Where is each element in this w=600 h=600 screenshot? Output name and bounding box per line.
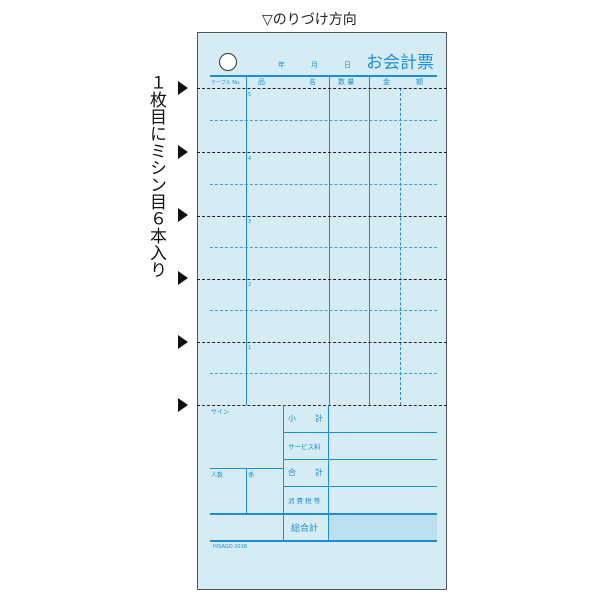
subtotal-label-2: 計 bbox=[315, 414, 323, 423]
glue-direction-caption: ▽のりづけ方向 bbox=[262, 12, 357, 28]
arrow-icon bbox=[178, 81, 188, 95]
receipt-form bbox=[197, 32, 447, 590]
arrow-icon bbox=[178, 145, 188, 159]
day-label: 日 bbox=[344, 61, 351, 69]
arrow-icon bbox=[178, 335, 188, 349]
service-label: サービス料 bbox=[288, 443, 321, 451]
brand-mark: HISAGO 2018 bbox=[213, 544, 247, 550]
perforation-caption: １枚目にミシン目６本入り bbox=[146, 74, 166, 278]
subtotal-label-1: 小 bbox=[288, 414, 296, 423]
form-title: お会計票 bbox=[366, 53, 434, 73]
punch-hole bbox=[219, 53, 237, 71]
staff-label: 係 bbox=[248, 472, 255, 479]
row-number: 1 bbox=[248, 345, 252, 351]
row-number: 2 bbox=[248, 282, 252, 288]
grand-total-label: 総合計 bbox=[291, 524, 319, 534]
sign-label: サイン bbox=[211, 409, 230, 416]
row-number: 3 bbox=[248, 219, 252, 225]
year-label: 年 bbox=[278, 61, 285, 69]
people-label: 人数 bbox=[211, 472, 224, 479]
row-number: 5 bbox=[248, 92, 252, 98]
col-item-1: 品 bbox=[258, 78, 265, 86]
col-amount-2: 額 bbox=[416, 78, 423, 86]
month-label: 月 bbox=[311, 61, 318, 69]
total-label-2: 計 bbox=[315, 468, 323, 477]
arrow-icon bbox=[178, 398, 188, 412]
col-table-no: テーブル No. bbox=[211, 80, 241, 86]
tax-label: 消 費 税 等 bbox=[288, 497, 321, 505]
row-number: 4 bbox=[248, 156, 252, 162]
total-label-1: 合 bbox=[288, 468, 296, 477]
arrow-icon bbox=[178, 208, 188, 222]
grand-total-box bbox=[329, 514, 437, 541]
arrow-icon bbox=[178, 271, 188, 285]
col-item-2: 名 bbox=[309, 78, 316, 86]
col-qty: 数 量 bbox=[338, 78, 355, 86]
col-amount-1: 金 bbox=[383, 78, 390, 86]
